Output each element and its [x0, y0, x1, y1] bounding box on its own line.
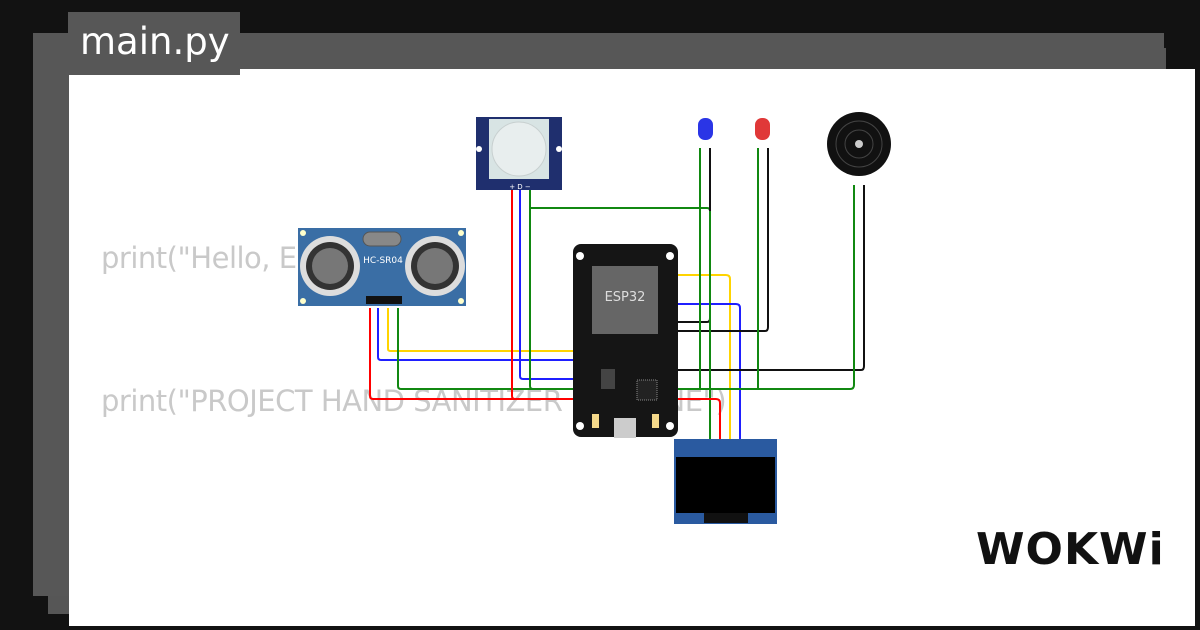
buzzer[interactable] — [827, 112, 891, 176]
file-tab[interactable]: main.py — [68, 12, 240, 75]
wire-pir-vcc — [511, 190, 580, 400]
wokwi-logo: WOKWi — [976, 524, 1165, 575]
wire-pir-gnd — [529, 190, 534, 390]
led-blue[interactable] — [698, 118, 713, 140]
wire-gnd — [397, 308, 580, 390]
oled-display[interactable] — [674, 439, 777, 524]
led-red[interactable] — [755, 118, 770, 140]
wire-vcc — [369, 308, 580, 400]
pir-sensor[interactable]: + D − — [476, 117, 562, 191]
wire-buzzer-neg — [670, 185, 865, 371]
wire-oled-sda — [670, 303, 741, 445]
wire-gnd-bus — [670, 185, 855, 390]
svg-text:+ D −: + D − — [509, 183, 531, 191]
esp32-label: ESP32 — [605, 290, 646, 305]
wire-oled-scl — [670, 274, 731, 445]
wire-led-red — [670, 148, 769, 332]
esp32-board[interactable]: ESP32 — [573, 244, 678, 438]
wire-pir-d — [519, 190, 580, 380]
ultrasonic-sensor[interactable]: HC-SR04 — [298, 228, 466, 306]
wire-echo — [387, 308, 580, 352]
wire-trig — [377, 308, 580, 361]
ultrasonic-label: HC-SR04 — [363, 256, 403, 266]
wire-oled-vcc — [580, 398, 721, 445]
